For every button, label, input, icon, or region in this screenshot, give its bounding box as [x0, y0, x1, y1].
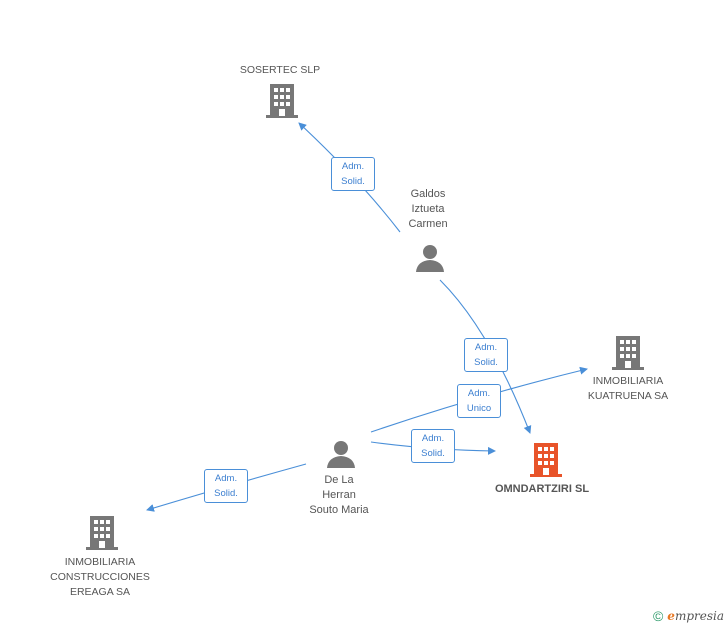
label-line: CONSTRUCCIONES — [50, 571, 150, 583]
person-icon[interactable] — [326, 439, 356, 469]
badge-line: Unico — [466, 403, 492, 414]
brand-rest: mpresia — [674, 609, 724, 623]
company-label-ereaga: INMOBILIARIA CONSTRUCCIONES EREAGA SA — [40, 555, 160, 600]
label-line: Herran — [322, 489, 356, 501]
badge-line: Adm. — [421, 433, 445, 444]
badge-line: Solid. — [474, 357, 498, 368]
label-line: INMOBILIARIA — [64, 556, 136, 568]
badge-line: Adm. — [467, 388, 491, 399]
building-icon[interactable] — [266, 84, 298, 118]
label-line: De La — [324, 474, 354, 486]
role-badge-delaherran-kuatruena[interactable]: Adm. Unico — [457, 384, 501, 418]
badge-line: Solid. — [214, 488, 238, 499]
building-icon[interactable] — [612, 336, 644, 370]
copyright-icon: © — [652, 608, 664, 624]
label-line: Souto Maria — [309, 504, 369, 516]
role-badge-delaherran-ereaga[interactable]: Adm. Solid. — [204, 469, 248, 503]
building-icon-focus[interactable] — [530, 443, 562, 477]
badge-line: Solid. — [421, 448, 445, 459]
company-label-sosertec: SOSERTEC SLP — [239, 64, 321, 76]
role-badge-galdos-sosertec[interactable]: Adm. Solid. — [331, 157, 375, 191]
label-line: Carmen — [408, 218, 448, 230]
badge-line: Adm. — [341, 161, 365, 172]
brand-logo[interactable]: empresia — [667, 609, 724, 623]
brand-initial: e — [667, 609, 675, 623]
person-label-galdos: Galdos Iztueta Carmen — [380, 187, 476, 232]
badge-line: Solid. — [341, 176, 365, 187]
company-label-omndartziri: OMNDARTZIRI SL — [494, 483, 590, 495]
role-badge-delaherran-omndartziri[interactable]: Adm. Solid. — [411, 429, 455, 463]
label-line: Iztueta — [411, 203, 445, 215]
role-badge-galdos-omndartziri[interactable]: Adm. Solid. — [464, 338, 508, 372]
label-line: INMOBILIARIA — [592, 375, 664, 387]
footer-brand: © empresia — [653, 608, 724, 624]
badge-line: Adm. — [474, 342, 498, 353]
building-icon[interactable] — [86, 516, 118, 550]
company-label-kuatruena: INMOBILIARIA KUATRUENA SA — [570, 374, 686, 404]
label-line: KUATRUENA SA — [587, 390, 669, 402]
label-line: EREAGA SA — [69, 586, 131, 598]
person-label-delaherran: De La Herran Souto Maria — [288, 473, 390, 518]
badge-line: Adm. — [214, 473, 238, 484]
label-line: Galdos — [410, 188, 446, 200]
person-icon[interactable] — [415, 243, 445, 273]
